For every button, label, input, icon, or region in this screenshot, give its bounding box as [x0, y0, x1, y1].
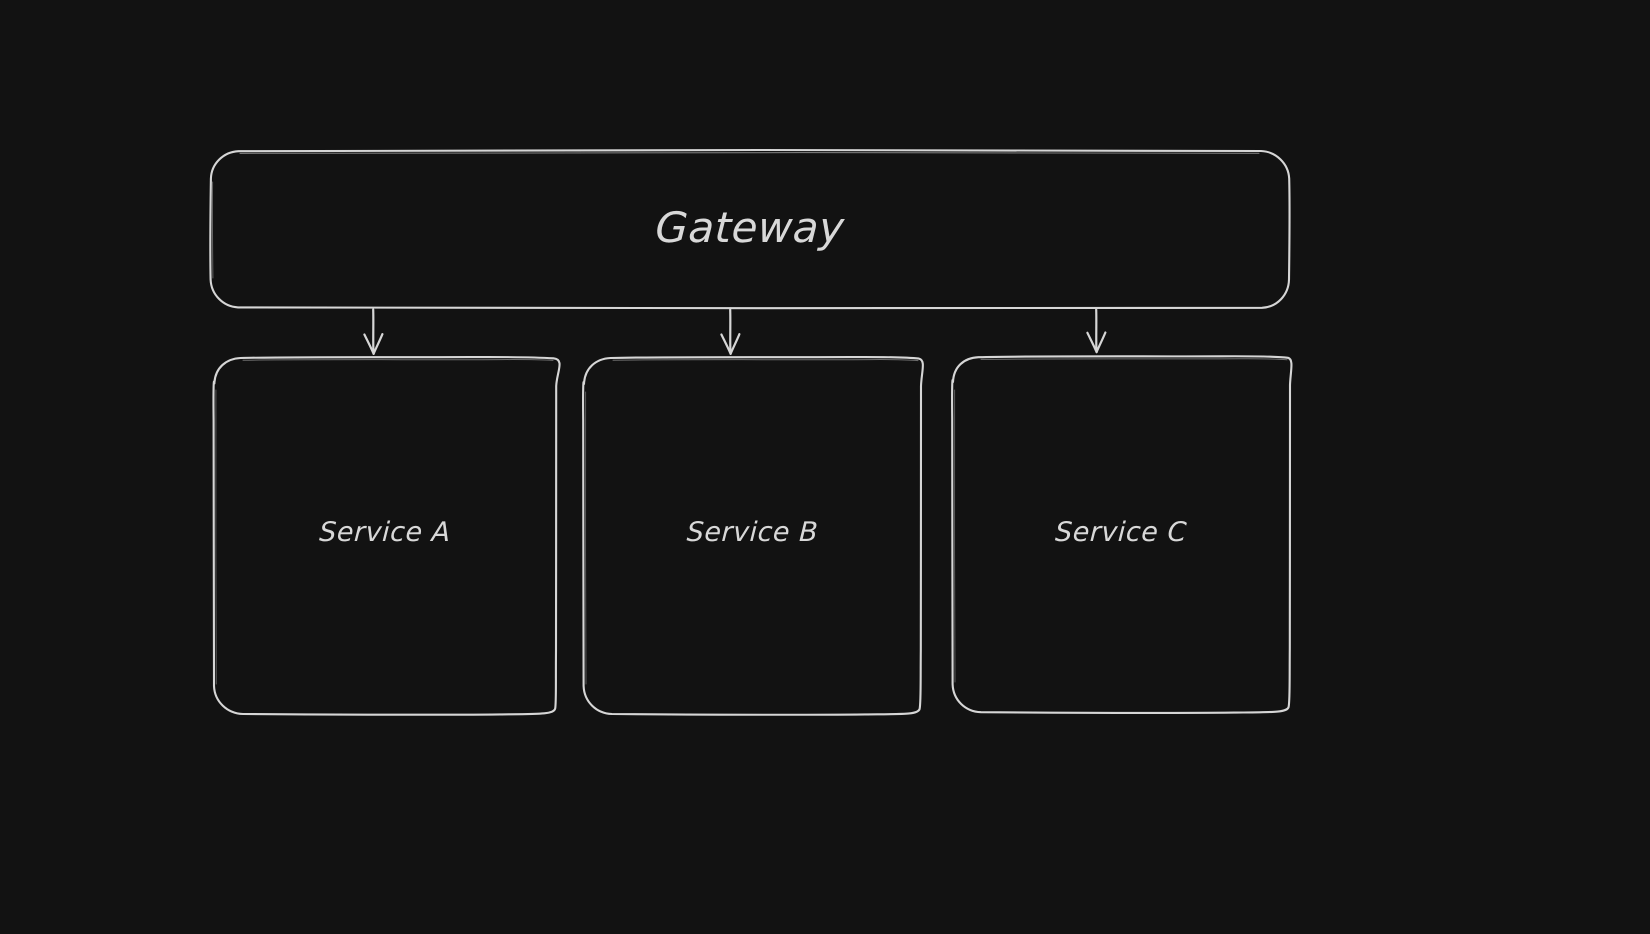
node-service-b-shape[interactable] — [582, 356, 924, 716]
edge-gateway-service-c[interactable] — [1086, 308, 1107, 354]
node-service-c-shape[interactable] — [951, 355, 1293, 714]
node-label-service-a: Service A — [318, 517, 452, 548]
edge-gateway-service-a[interactable] — [363, 308, 384, 355]
node-service-a-shape[interactable] — [212, 356, 561, 716]
node-label-service-c: Service C — [1054, 517, 1188, 548]
edge-gateway-service-b[interactable] — [720, 308, 741, 355]
node-label-service-b: Service B — [686, 517, 820, 548]
node-gateway-shape[interactable] — [209, 148, 1291, 310]
node-label-gateway: Gateway — [654, 203, 846, 252]
